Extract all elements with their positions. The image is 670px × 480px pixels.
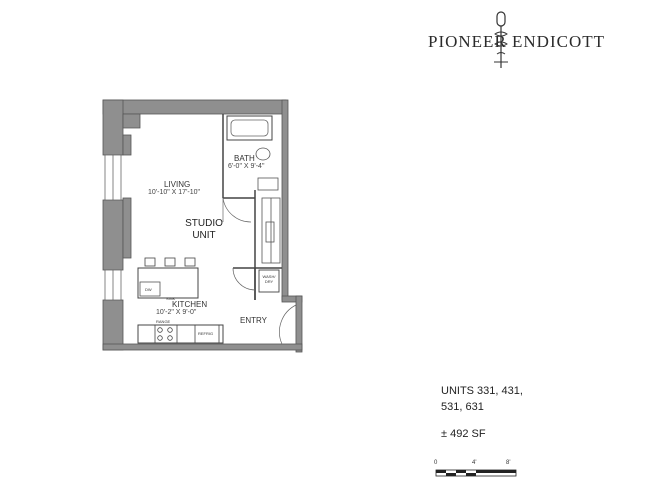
range-label: RANGE [156,319,171,324]
studio-unit-label: STUDIO UNIT [184,218,224,242]
living-label: LIVING [164,180,191,189]
unit-numbers-line1: UNITS 331, 431, [441,385,523,397]
microphone-logo-icon [494,11,508,68]
refrig-label: REFRIG [198,331,214,336]
brand-logo: PIONEER ENDICOTT [428,10,604,70]
scale-tick-8: 8' [506,460,511,466]
scale-bar-graphic [435,469,517,477]
scale-bar: 0 4' 8' [432,460,522,480]
kitchen-dimensions: 10'-2" X 9'-0" [156,309,197,316]
wash-dry-line2: DRY [264,279,274,284]
bath-dimensions: 6'-0" X 9'-4" [228,163,265,170]
entry-label: ENTRY [240,316,267,325]
studio-unit-line2: UNIT [192,230,216,241]
kitchen-label: KITCHEN [172,300,208,309]
dishwasher-label: DW [145,287,152,292]
wash-dry-label: WASH/ DRY [260,274,278,284]
brand-name-left: PIONEER [428,32,507,51]
scale-tick-4: 4' [472,460,477,466]
unit-numbers: UNITS 331, 431, 531, 631 [441,383,523,415]
studio-unit-line1: STUDIO [185,218,223,229]
unit-numbers-line2: 531, 631 [441,401,484,413]
living-dimensions: 10'-10" X 17'-10" [148,189,201,196]
brand-name-right: ENDICOTT [512,32,605,51]
bath-label: BATH [234,154,255,163]
wash-dry-line1: WASH/ [262,274,276,279]
scale-tick-0: 0 [434,460,438,466]
sink-label: SINK [166,296,176,301]
square-footage: ± 492 SF [441,428,486,440]
